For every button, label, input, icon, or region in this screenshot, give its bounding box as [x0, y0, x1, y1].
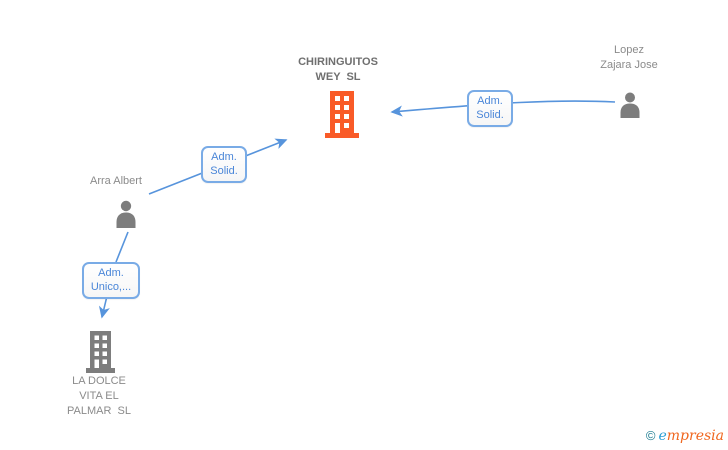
- copyright-icon: ©: [645, 428, 656, 443]
- edge-label-arra-unico[interactable]: Adm. Unico,...: [82, 262, 140, 299]
- edge-label-line2: Unico,...: [90, 281, 132, 293]
- edge-label-arra-admin[interactable]: Adm. Solid.: [201, 146, 247, 183]
- company-dolce-name-line1: LA DOLCE: [72, 375, 126, 387]
- person-icon[interactable]: [616, 90, 644, 118]
- node-company-dolce[interactable]: LA DOLCE VITA EL PALMAR SL: [39, 374, 159, 419]
- company-dolce-name-line2: VITA EL: [79, 390, 119, 402]
- edge-label-line2: Solid.: [476, 109, 504, 121]
- company-dolce-name-line3: PALMAR SL: [67, 405, 131, 417]
- edge-label-line1: Adm.: [477, 95, 503, 107]
- edge-label-lopez-admin[interactable]: Adm. Solid.: [467, 90, 513, 127]
- company-main-name-line2: WEY SL: [315, 71, 361, 83]
- edge-label-line1: Adm.: [211, 151, 237, 163]
- person-lopez-name-line1: Lopez: [614, 44, 644, 56]
- edge-label-line2: Solid.: [210, 165, 238, 177]
- edge-unico-label-to-dolce: [98, 295, 110, 319]
- brand-text: mpresia: [666, 428, 724, 444]
- edge-label-line1: Adm.: [98, 267, 124, 279]
- person-arra-name-line1: Arra Albert: [90, 175, 142, 187]
- edge-lopez-to-chiringuitos: [390, 100, 616, 117]
- node-company-chiringuitos[interactable]: CHIRINGUITOS WEY SL: [278, 55, 398, 85]
- person-icon[interactable]: [112, 198, 140, 228]
- empresia-watermark[interactable]: ©empresia: [646, 427, 724, 444]
- building-icon[interactable]: [85, 331, 116, 373]
- building-icon[interactable]: [324, 91, 360, 138]
- brand-letter-e: e: [658, 428, 667, 444]
- node-person-lopez[interactable]: Lopez Zajara Jose: [569, 43, 689, 73]
- edge-arra-to-unico-label: [115, 231, 129, 263]
- person-lopez-name-line2: Zajara Jose: [600, 59, 658, 71]
- node-person-arra[interactable]: Arra Albert: [66, 174, 166, 189]
- company-main-name-line1: CHIRINGUITOS: [298, 56, 378, 68]
